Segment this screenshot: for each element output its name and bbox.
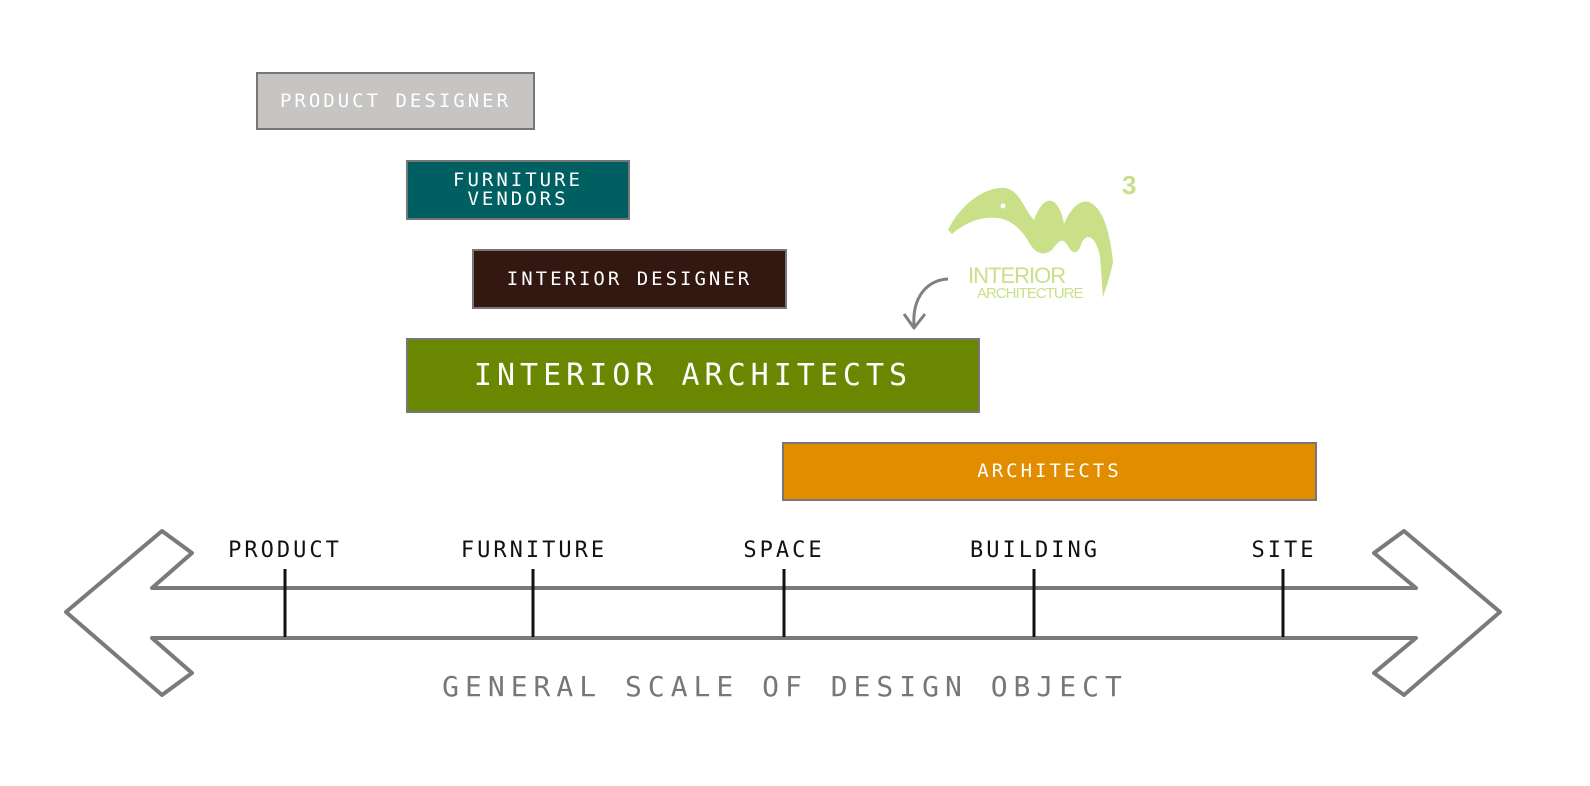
tick-label-product: PRODUCT [228, 538, 342, 563]
logo-superscript: 3 [1122, 170, 1137, 200]
pointer-arrow-icon [912, 277, 949, 327]
product-designer-box: PRODUCT DESIGNER [256, 72, 535, 130]
product-designer-label: PRODUCT DESIGNER [279, 89, 512, 112]
interior-architects-label: INTERIOR ARCHITECTS [473, 357, 913, 393]
logo-line1: INTERIOR [968, 263, 1066, 288]
interior-architects-box: INTERIOR ARCHITECTS [406, 338, 980, 413]
interior-designer-box: INTERIOR DESIGNER [472, 249, 787, 309]
tick-label-furniture: FURNITURE [460, 538, 608, 563]
tick-label-space: SPACE [743, 538, 825, 563]
interior-designer-label: INTERIOR DESIGNER [506, 267, 753, 290]
logo-wordmark: INTERIOR ARCHITECTURE [968, 263, 1084, 302]
logo-line2: ARCHITECTURE [977, 284, 1084, 302]
furniture-vendors-label-line1: FURNITURE [453, 169, 583, 191]
furniture-vendors-box: FURNITURE VENDORS [406, 160, 630, 220]
tick-label-building: BUILDING [970, 538, 1100, 563]
m3-logo-icon [948, 187, 1113, 298]
pointer-arrowhead-icon [902, 313, 927, 330]
architects-box: ARCHITECTS [782, 442, 1317, 501]
furniture-vendors-label-line2: VENDORS [467, 188, 569, 210]
tick-label-site: SITE [1251, 538, 1317, 563]
scale-caption: GENERAL SCALE OF DESIGN OBJECT [442, 670, 1128, 703]
architects-label: ARCHITECTS [977, 460, 1122, 482]
